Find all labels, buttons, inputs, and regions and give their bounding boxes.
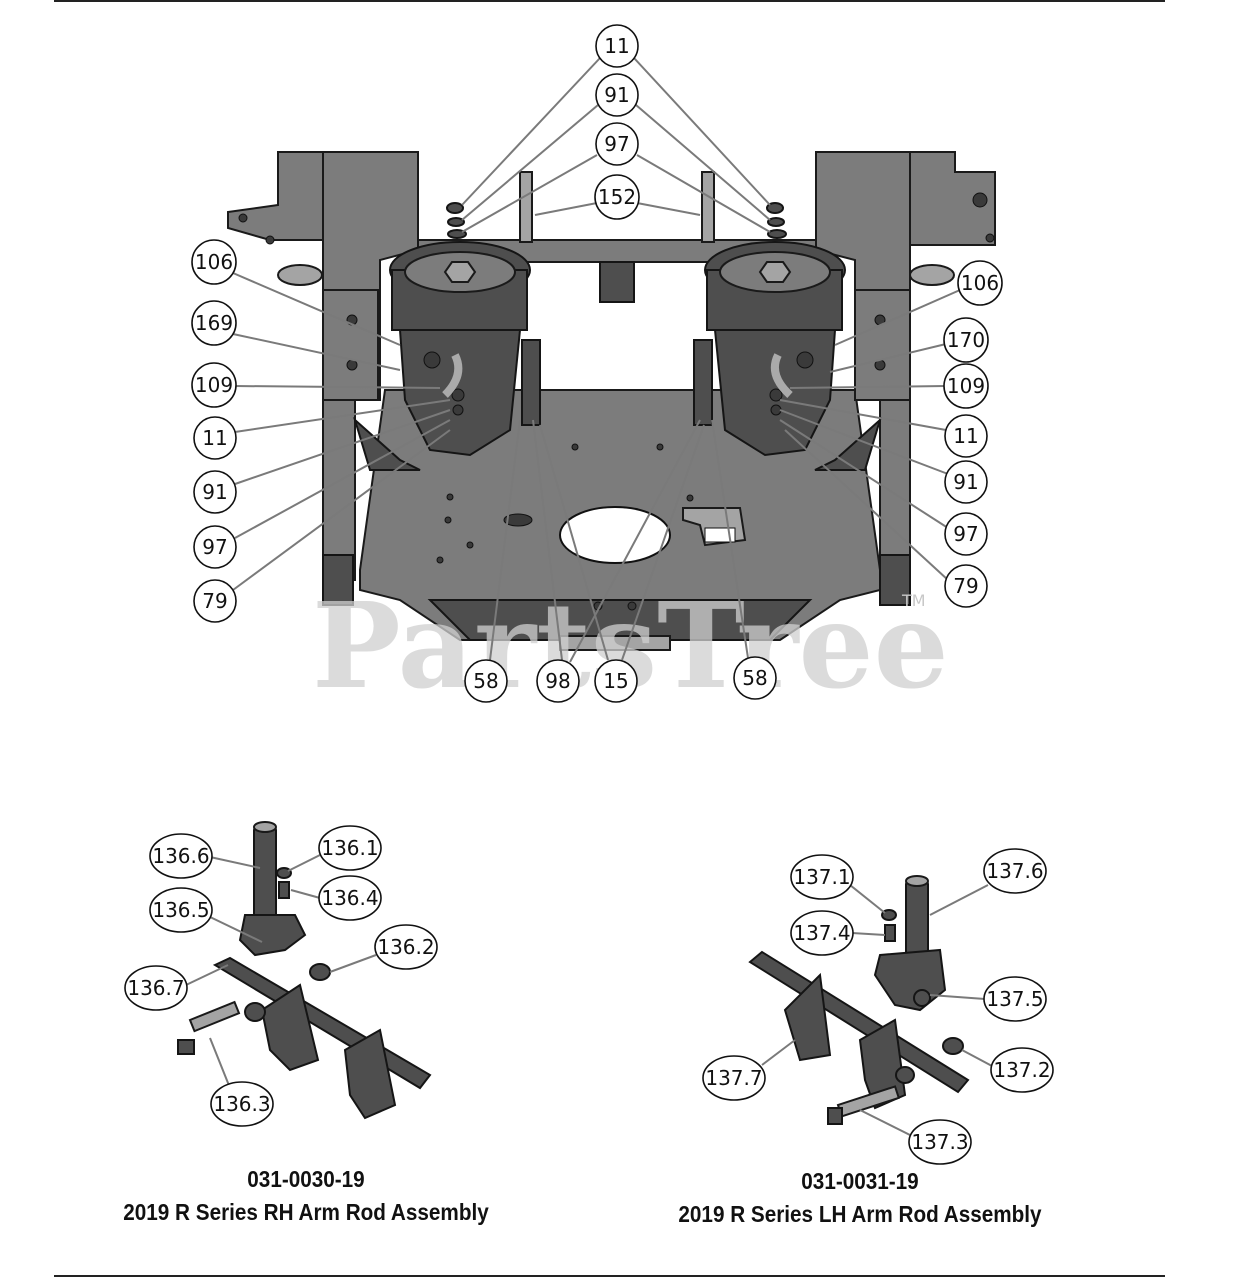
svg-text:136.1: 136.1 xyxy=(321,836,378,860)
callout-79-left[interactable]: 79 xyxy=(193,579,237,623)
callout-136-1[interactable]: 136.1 xyxy=(318,825,382,871)
top-border xyxy=(54,0,1165,2)
svg-text:91: 91 xyxy=(604,83,629,107)
callout-136-4[interactable]: 136.4 xyxy=(318,875,382,921)
callout-97-left[interactable]: 97 xyxy=(193,525,237,569)
lh-assembly-caption: 031-0031-19 2019 R Series LH Arm Rod Ass… xyxy=(581,1165,1139,1231)
svg-text:137.5: 137.5 xyxy=(986,987,1043,1011)
svg-text:109: 109 xyxy=(947,374,985,398)
callout-91-left[interactable]: 91 xyxy=(193,470,237,514)
rh-part-number: 031-0030-19 xyxy=(247,1166,365,1192)
left-motor xyxy=(389,241,531,457)
svg-text:97: 97 xyxy=(202,535,227,559)
svg-text:106: 106 xyxy=(195,250,233,274)
svg-text:58: 58 xyxy=(473,669,498,693)
callout-137-6[interactable]: 137.6 xyxy=(983,848,1047,894)
main-leaders xyxy=(232,57,961,663)
right-motor xyxy=(704,241,846,457)
svg-text:137.1: 137.1 xyxy=(793,865,850,889)
callout-97-right[interactable]: 97 xyxy=(944,512,988,556)
lh-arm-rod-illustration xyxy=(748,875,970,1125)
callout-15[interactable]: 15 xyxy=(594,659,638,703)
svg-text:97: 97 xyxy=(604,132,629,156)
watermark-trademark: TM xyxy=(901,591,926,610)
callout-97-top[interactable]: 97 xyxy=(595,122,639,166)
svg-text:11: 11 xyxy=(953,424,978,448)
svg-text:137.7: 137.7 xyxy=(705,1066,762,1090)
lh-part-number: 031-0031-19 xyxy=(801,1168,919,1194)
svg-text:137.4: 137.4 xyxy=(793,921,850,945)
callout-170[interactable]: 170 xyxy=(943,317,989,363)
svg-text:98: 98 xyxy=(545,669,570,693)
svg-text:136.7: 136.7 xyxy=(127,976,184,1000)
callout-91-right[interactable]: 91 xyxy=(944,460,988,504)
rh-assembly-title: 2019 R Series RH Arm Rod Assembly xyxy=(123,1199,489,1225)
callout-169[interactable]: 169 xyxy=(191,300,237,346)
svg-text:170: 170 xyxy=(947,328,985,352)
callout-136-3[interactable]: 136.3 xyxy=(210,1081,274,1127)
callout-58-left[interactable]: 58 xyxy=(464,659,508,703)
callout-136-7[interactable]: 136.7 xyxy=(124,965,188,1011)
callout-136-2[interactable]: 136.2 xyxy=(374,924,438,970)
rh-leaders xyxy=(185,854,377,1089)
callout-137-1[interactable]: 137.1 xyxy=(790,854,854,900)
svg-text:137.6: 137.6 xyxy=(986,859,1043,883)
svg-text:136.4: 136.4 xyxy=(321,886,378,910)
callout-152[interactable]: 152 xyxy=(594,174,640,220)
lh-assembly-title: 2019 R Series LH Arm Rod Assembly xyxy=(678,1201,1042,1227)
svg-text:137.2: 137.2 xyxy=(993,1058,1050,1082)
callout-137-5[interactable]: 137.5 xyxy=(983,976,1047,1022)
bottom-border xyxy=(54,1275,1165,1277)
callout-106-left[interactable]: 106 xyxy=(191,239,237,285)
callout-109-left[interactable]: 109 xyxy=(191,362,237,408)
svg-text:136.5: 136.5 xyxy=(152,898,209,922)
svg-text:11: 11 xyxy=(202,426,227,450)
rh-assembly-caption: 031-0030-19 2019 R Series RH Arm Rod Ass… xyxy=(27,1163,585,1229)
callout-11-left[interactable]: 11 xyxy=(193,416,237,460)
frame-illustration xyxy=(227,151,996,651)
svg-text:58: 58 xyxy=(742,666,767,690)
callout-109-right[interactable]: 109 xyxy=(943,363,989,409)
callout-137-7[interactable]: 137.7 xyxy=(702,1055,766,1101)
callout-79-right[interactable]: 79 xyxy=(944,564,988,608)
callout-11-top[interactable]: 11 xyxy=(595,24,639,68)
svg-text:15: 15 xyxy=(603,669,628,693)
callout-137-4[interactable]: 137.4 xyxy=(790,910,854,956)
callout-136-6[interactable]: 136.6 xyxy=(149,833,213,879)
svg-text:11: 11 xyxy=(604,34,629,58)
callout-98[interactable]: 98 xyxy=(536,659,580,703)
svg-text:137.3: 137.3 xyxy=(911,1130,968,1154)
svg-text:169: 169 xyxy=(195,311,233,335)
svg-text:97: 97 xyxy=(953,522,978,546)
callout-58-right[interactable]: 58 xyxy=(733,656,777,700)
svg-text:106: 106 xyxy=(961,271,999,295)
svg-text:79: 79 xyxy=(953,574,978,598)
svg-text:109: 109 xyxy=(195,373,233,397)
callout-106-right[interactable]: 106 xyxy=(957,260,1003,306)
svg-text:152: 152 xyxy=(598,185,636,209)
callout-137-2[interactable]: 137.2 xyxy=(990,1047,1054,1093)
rh-arm-rod-illustration xyxy=(177,821,432,1120)
callout-137-3[interactable]: 137.3 xyxy=(908,1119,972,1165)
lh-leaders xyxy=(761,884,993,1136)
svg-text:79: 79 xyxy=(202,589,227,613)
callout-11-right[interactable]: 11 xyxy=(944,414,988,458)
svg-text:136.2: 136.2 xyxy=(377,935,434,959)
svg-text:136.6: 136.6 xyxy=(152,844,209,868)
callout-91-top[interactable]: 91 xyxy=(595,73,639,117)
svg-text:136.3: 136.3 xyxy=(213,1092,270,1116)
svg-text:91: 91 xyxy=(953,470,978,494)
svg-text:91: 91 xyxy=(202,480,227,504)
callout-136-5[interactable]: 136.5 xyxy=(149,887,213,933)
